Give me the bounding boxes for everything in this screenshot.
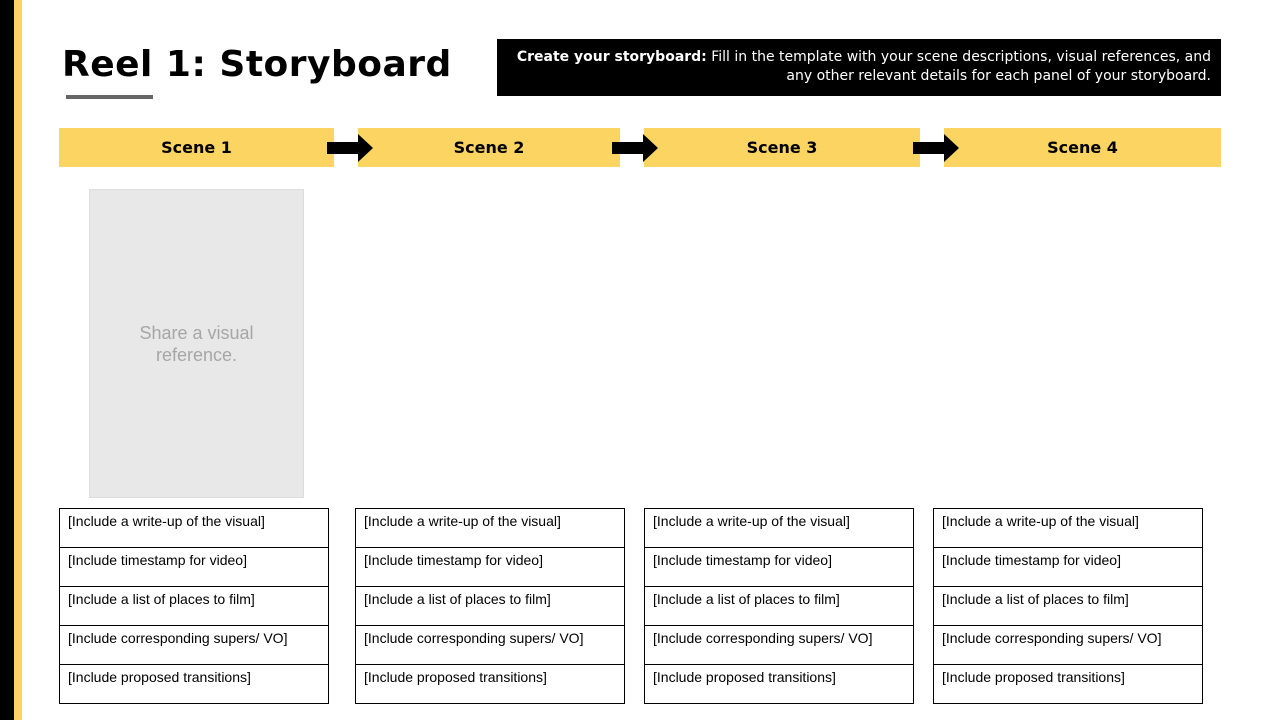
scene-2-supers-cell[interactable]: [Include corresponding supers/ VO] [355,625,625,665]
scene-2-timestamp-cell[interactable]: [Include timestamp for video] [355,547,625,587]
left-edge-black-stripe [0,0,14,720]
scene-4-transitions-cell[interactable]: [Include proposed transitions] [933,664,1203,704]
instructions-heading: Create your storyboard: [516,49,707,65]
arrow-right-icon [327,134,373,162]
visual-reference-placeholder[interactable]: Share a visual reference. [89,189,304,498]
arrow-right-icon [612,134,658,162]
title-underline [66,95,153,99]
scene-1-details-table: [Include a write-up of the visual] [Incl… [59,508,329,704]
scene-3-transitions-cell[interactable]: [Include proposed transitions] [644,664,914,704]
scene-header-1: Scene 1 [59,128,334,167]
scene-1-transitions-cell[interactable]: [Include proposed transitions] [59,664,329,704]
scene-4-writeup-cell[interactable]: [Include a write-up of the visual] [933,508,1203,548]
instructions-box: Create your storyboard: Fill in the temp… [497,39,1221,96]
left-edge-yellow-stripe [14,0,22,720]
scene-1-writeup-cell[interactable]: [Include a write-up of the visual] [59,508,329,548]
scene-1-timestamp-cell[interactable]: [Include timestamp for video] [59,547,329,587]
scene-3-supers-cell[interactable]: [Include corresponding supers/ VO] [644,625,914,665]
scene-3-details-table: [Include a write-up of the visual] [Incl… [644,508,914,704]
scene-4-supers-cell[interactable]: [Include corresponding supers/ VO] [933,625,1203,665]
scene-1-places-cell[interactable]: [Include a list of places to film] [59,586,329,626]
scene-3-writeup-cell[interactable]: [Include a write-up of the visual] [644,508,914,548]
page-title: Reel 1: Storyboard [62,44,452,85]
arrow-right-icon [913,134,959,162]
visual-reference-text: Share a visual reference. [139,322,254,365]
scene-2-details-table: [Include a write-up of the visual] [Incl… [355,508,625,704]
scene-4-timestamp-cell[interactable]: [Include timestamp for video] [933,547,1203,587]
scene-4-details-table: [Include a write-up of the visual] [Incl… [933,508,1203,704]
scene-1-supers-cell[interactable]: [Include corresponding supers/ VO] [59,625,329,665]
instructions-text: Fill in the template with your scene des… [706,49,1211,84]
scene-4-places-cell[interactable]: [Include a list of places to film] [933,586,1203,626]
scene-header-2: Scene 2 [358,128,620,167]
scene-3-timestamp-cell[interactable]: [Include timestamp for video] [644,547,914,587]
scene-header-3: Scene 3 [644,128,920,167]
scene-2-transitions-cell[interactable]: [Include proposed transitions] [355,664,625,704]
scene-2-writeup-cell[interactable]: [Include a write-up of the visual] [355,508,625,548]
scene-header-4: Scene 4 [944,128,1221,167]
scene-3-places-cell[interactable]: [Include a list of places to film] [644,586,914,626]
scene-2-places-cell[interactable]: [Include a list of places to film] [355,586,625,626]
